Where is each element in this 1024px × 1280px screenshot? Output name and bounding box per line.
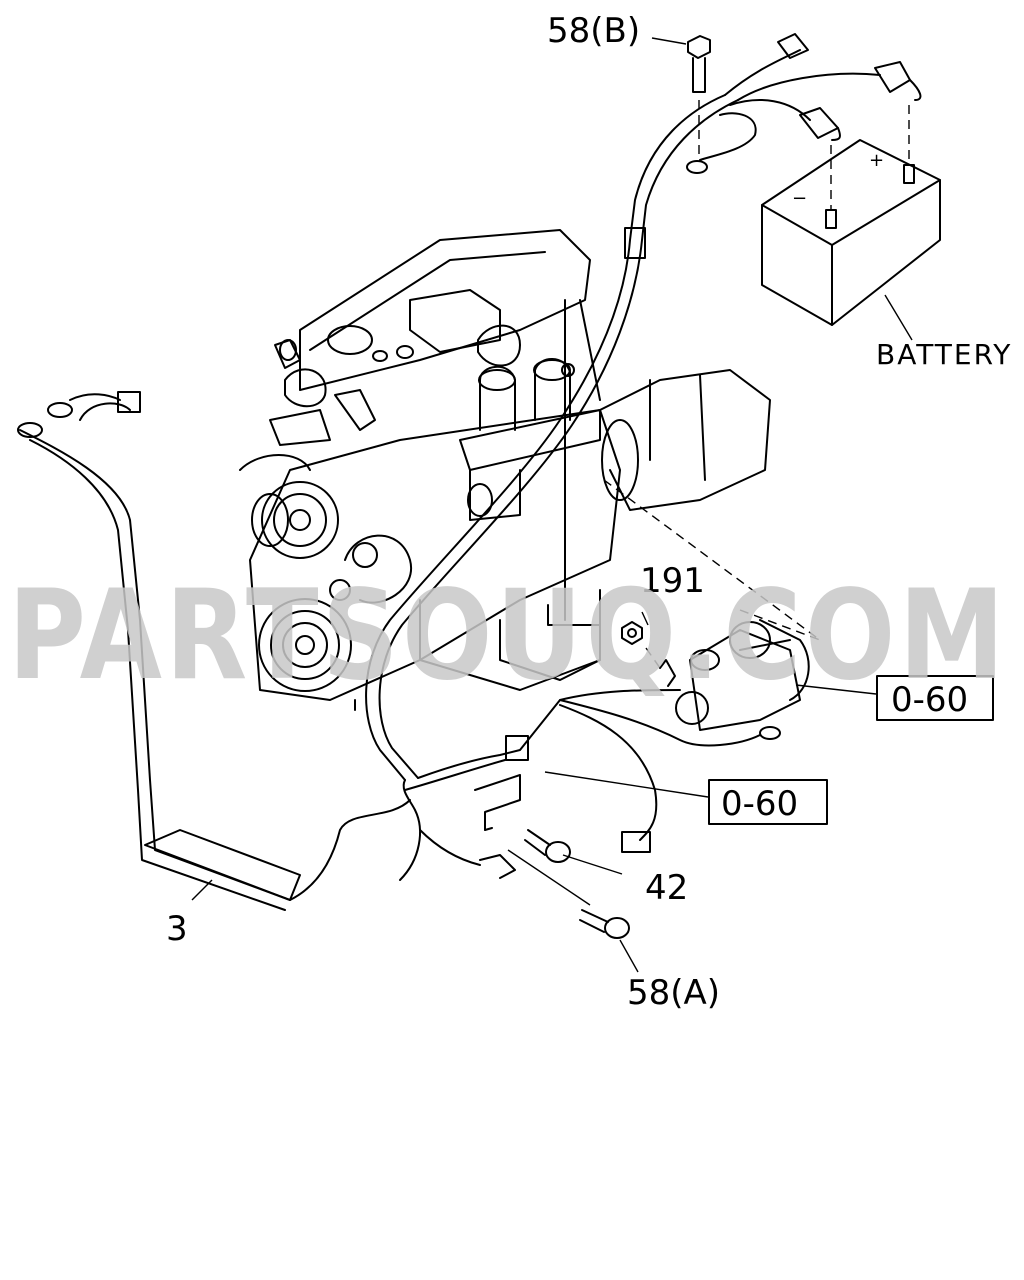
starter-cable <box>399 689 781 881</box>
watermark: PARTSOUQ.COM <box>8 564 1008 708</box>
brackets-and-bolts <box>474 35 711 939</box>
ref-label-starter[interactable]: 0-60 <box>891 680 968 720</box>
label-bolt-42: 42 <box>645 868 688 908</box>
label-harness-3: 3 <box>166 909 188 949</box>
label-bolt-58a: 58(A) <box>627 973 720 1013</box>
leader-lines <box>191 37 877 973</box>
plus-terminal-mark: + <box>869 150 884 171</box>
ref-box-starter[interactable] <box>876 675 994 721</box>
ref-box-harness[interactable] <box>708 779 828 825</box>
starter-motor-illustration <box>675 619 810 731</box>
label-bolt-58b: 58(B) <box>547 11 640 51</box>
label-nut-191: 191 <box>640 561 705 601</box>
minus-terminal-mark: − <box>792 188 807 209</box>
battery-cable <box>365 33 922 781</box>
battery-illustration: + − <box>761 105 941 341</box>
harness-3-illustration <box>17 391 411 911</box>
ref-label-harness[interactable]: 0-60 <box>721 784 798 824</box>
label-battery: BATTERY <box>876 338 1012 371</box>
engine-illustration <box>239 229 771 711</box>
